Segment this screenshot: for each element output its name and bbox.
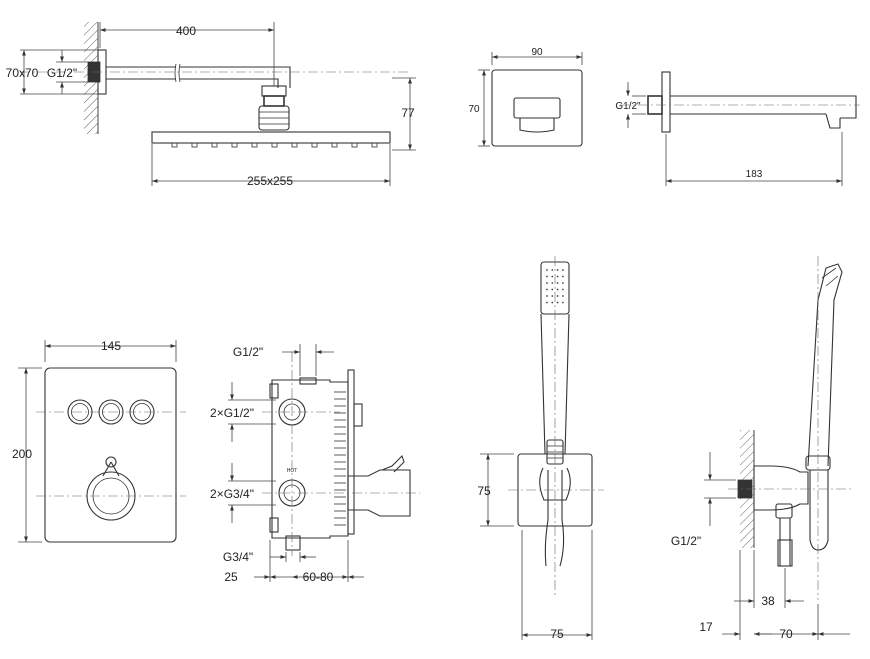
spout-front-view: 90 70 [468,47,583,147]
nozzle [371,142,378,148]
spray-dot [562,295,564,297]
spray-dot [556,275,559,278]
valve-cartridge [347,469,411,517]
spout-plate [491,69,583,147]
spout-body [670,95,857,119]
spout-height-label: 70 [468,104,480,115]
arm-thread-label: G1/2" [47,66,77,80]
valve-lower-ports-label: 2×G3/4" [210,487,254,501]
valve-upper-ports-label: 2×G1/2" [210,406,254,420]
spray-dot [546,282,548,284]
spray-dot [551,269,554,271]
shower-head [151,131,391,144]
spray-dot [551,301,554,304]
valve-top-thread-label: G1/2" [233,345,263,359]
outlet-offset-label: 38 [761,594,775,608]
nozzle [311,142,318,148]
spray-dot [556,288,559,291]
control-plate [44,367,177,543]
valve-offset-label: 25 [224,570,238,584]
spray-dot [562,282,564,284]
spray-dot [556,295,559,297]
nozzle [291,142,298,148]
spout-width-label: 90 [531,47,543,58]
head-size-label: 255x255 [247,174,293,188]
nozzle [331,142,338,148]
panel-height-label: 200 [12,447,32,461]
nozzle [231,142,238,148]
arm-length-label: 400 [176,24,196,38]
spray-dot [546,288,548,291]
hand-shower-side [807,263,843,467]
spray-dot [562,269,564,271]
spray-dot [556,282,559,284]
holder-width-label: 75 [550,627,564,641]
spray-dot [562,288,564,291]
concealed-valve-view: HOT G1/2" 2×G1/2" 2×G3/4" G3/4" [210,344,420,584]
spray-dot [546,295,548,297]
outlet-wall-label: 17 [699,620,713,634]
spray-dot [562,301,564,304]
spray-dot [556,301,559,304]
spray-dot [556,269,559,271]
hot-label: HOT [287,468,298,474]
hand-shower-view: 75 75 [477,256,604,641]
spray-dot [551,282,554,284]
shower-arm-view: 400 70x70 G1/2" 77 255x255 [6,22,416,188]
hand-shower-dots [546,269,564,304]
nozzle [211,142,218,148]
outlet-depth-label: 70 [779,627,793,641]
spray-dot [562,275,564,278]
ball-joint [261,85,287,97]
spray-dot [551,275,554,278]
wall-outlet-view: G1/2" 38 17 70 [671,256,852,641]
holder-height-label: 75 [477,484,491,498]
control-panel-view: 145 200 [12,339,186,543]
spray-dot [551,288,554,291]
thermostat-knob[interactable] [86,456,136,521]
outlet-body [753,465,809,511]
spray-dot [546,301,548,304]
nozzle [251,142,258,148]
valve-ribs [334,391,346,526]
head-height-label: 77 [401,106,415,120]
hand-shower-handle [540,313,570,455]
nozzle [171,142,178,148]
nozzle [271,142,278,148]
flange-size-label: 70x70 [6,66,39,80]
valve-body [271,379,349,539]
hose [544,519,565,567]
spout-thread-label: G1/2" [615,101,641,112]
spray-dot [546,275,548,278]
nozzle [191,142,198,148]
spout-length-label: 183 [746,169,763,180]
outlet-thread-label: G1/2" [671,534,701,548]
panel-width-label: 145 [101,339,121,353]
valve-bottom-thread-label: G3/4" [223,550,253,564]
valve-depth-label: 60-80 [303,570,334,584]
nozzle-row [171,142,378,148]
spout-side-view: G1/2" 183 [615,71,860,186]
spray-dot [551,295,554,297]
shower-arm-pipe [106,66,291,88]
spray-dot [546,269,548,271]
nozzle [351,142,358,148]
